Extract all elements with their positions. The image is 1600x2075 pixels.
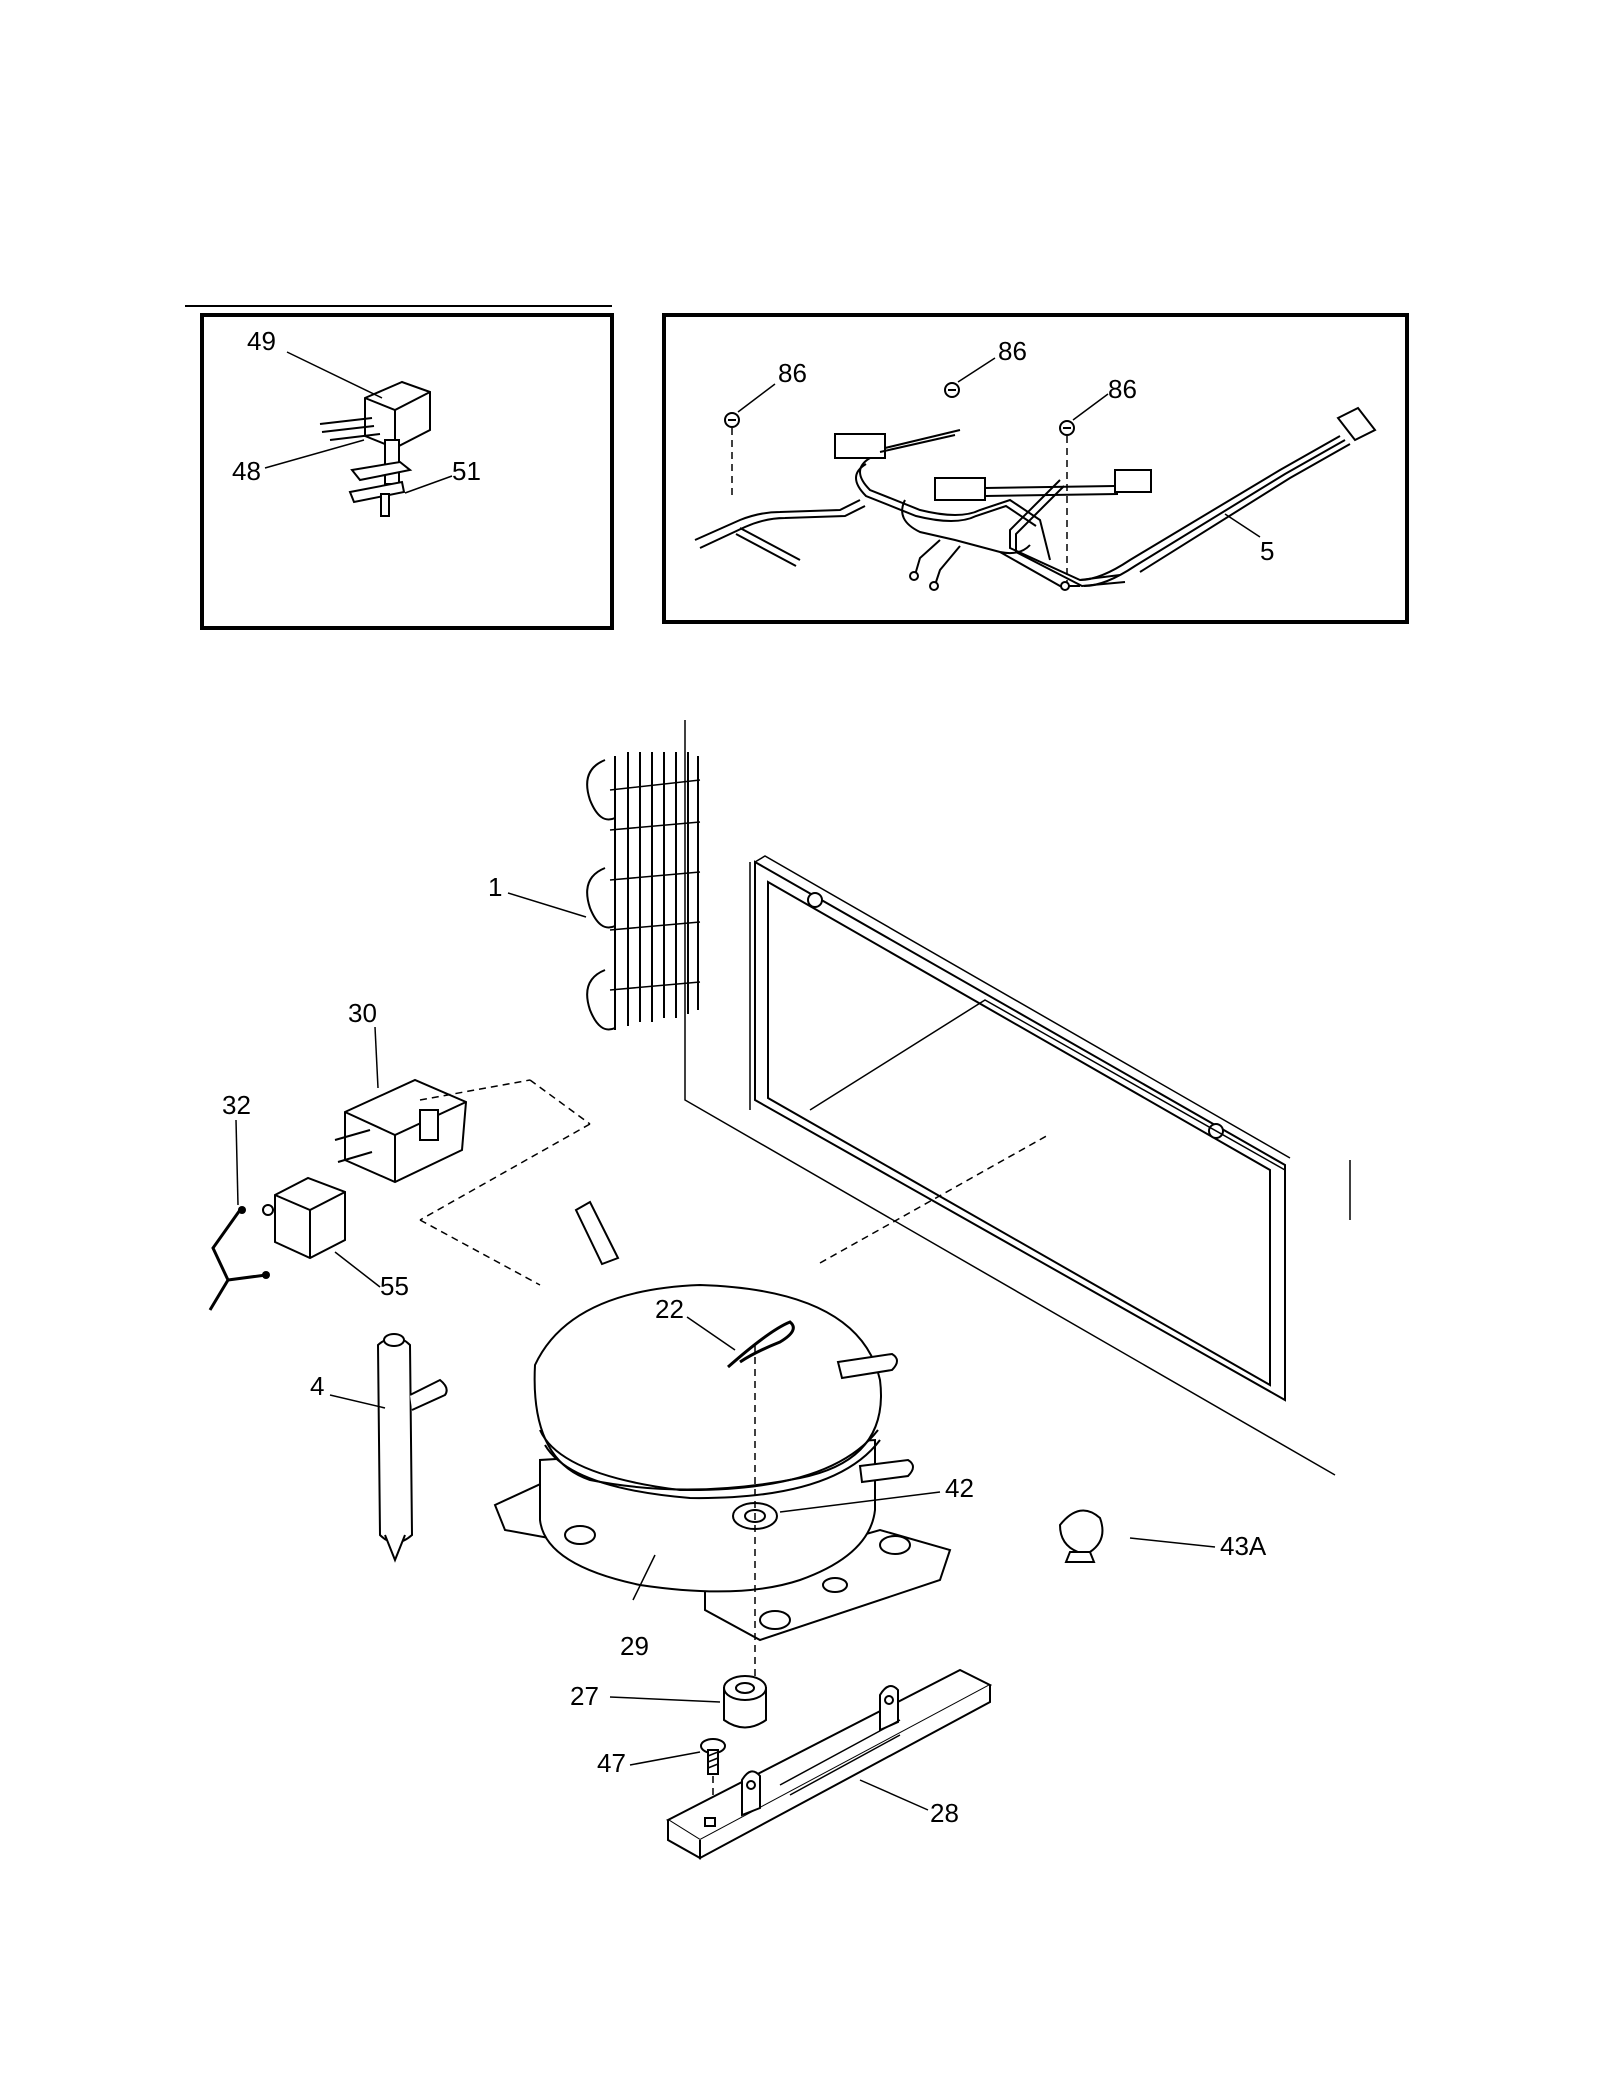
- screw-86-a: [724, 412, 740, 498]
- drier-part-4: [376, 1333, 448, 1563]
- compressor-part-29: [493, 1200, 952, 1642]
- callout-1: 1: [488, 872, 502, 902]
- clamp-part-43a: [1058, 1509, 1104, 1563]
- callout-86-c: 86: [1108, 374, 1137, 404]
- callout-29: 29: [620, 1631, 649, 1661]
- callout-22: 22: [655, 1294, 684, 1324]
- callout-5: 5: [1260, 536, 1274, 566]
- callout-86-b: 86: [998, 336, 1027, 366]
- inset-harness-box: 86 86 86 5: [662, 313, 1409, 624]
- screw-part-47: [700, 1738, 726, 1830]
- callout-55: 55: [380, 1271, 409, 1301]
- callout-42: 42: [945, 1473, 974, 1503]
- relay-part-30: [334, 1078, 468, 1184]
- mounting-bracket-part-28: [665, 1668, 993, 1860]
- condenser-coil-part-1: [586, 752, 701, 1031]
- callout-49: 49: [247, 326, 276, 356]
- wire-clip-part-22: [727, 1320, 795, 1369]
- mount-grommet-part-27: [723, 1675, 767, 1729]
- callout-27: 27: [570, 1681, 599, 1711]
- wiring-harness-part-5: [694, 406, 1377, 591]
- callout-32: 32: [222, 1090, 251, 1120]
- overload-part-55: [262, 1176, 346, 1260]
- screw-86-c: [1059, 420, 1075, 585]
- callout-4: 4: [310, 1371, 324, 1401]
- relay-part-49: [319, 380, 431, 517]
- screw-86-b: [944, 382, 960, 398]
- callout-47: 47: [597, 1748, 626, 1778]
- inset-relay-box: 49 48 51: [185, 305, 614, 630]
- callout-86-a: 86: [778, 358, 807, 388]
- cabinet-outline: [684, 720, 1351, 1476]
- callout-28: 28: [930, 1798, 959, 1828]
- callout-43a: 43A: [1220, 1531, 1267, 1561]
- clip-part-32: [208, 1206, 270, 1311]
- callout-48: 48: [232, 456, 261, 486]
- callout-51: 51: [452, 456, 481, 486]
- callout-30: 30: [348, 998, 377, 1028]
